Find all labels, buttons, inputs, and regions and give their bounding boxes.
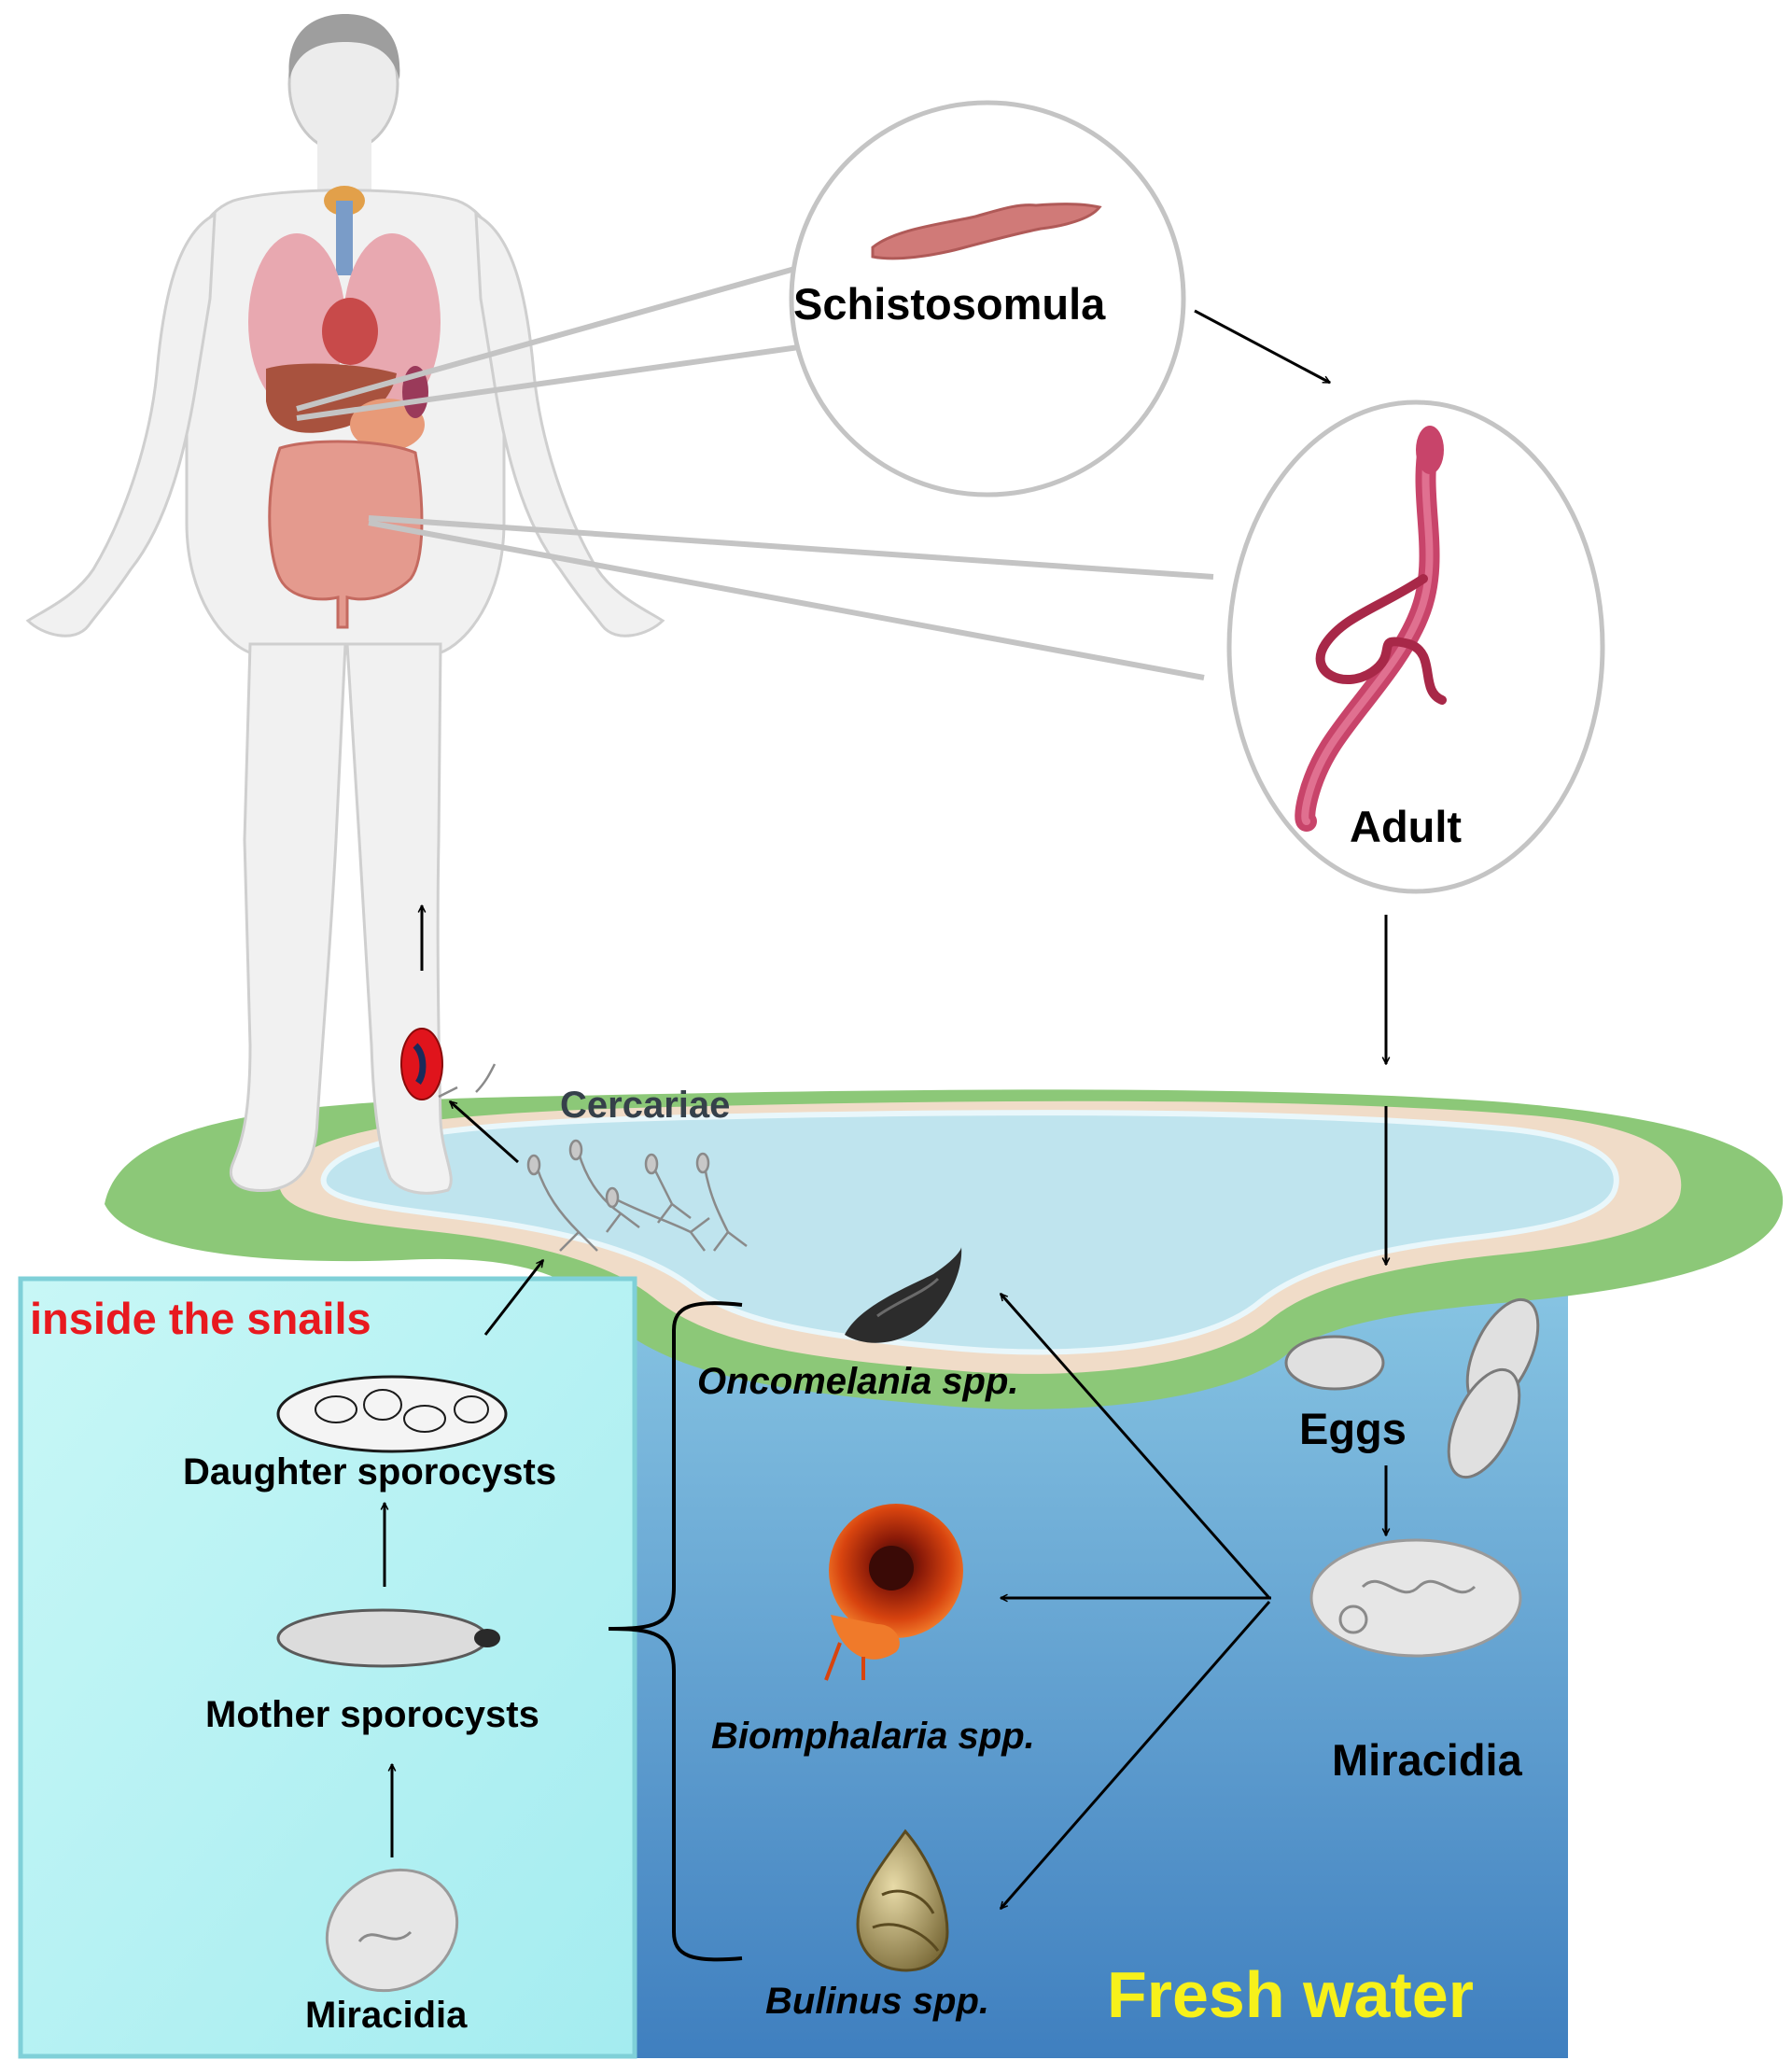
arrow-cercariae-to-skin <box>450 1100 519 1164</box>
arrow-schistosomula-to-adult <box>1194 309 1330 385</box>
label-fresh-water: Fresh water <box>1107 1958 1474 2031</box>
human-left-arm <box>25 212 217 638</box>
label-daughter-sporocysts: Daughter sporocysts <box>183 1451 557 1492</box>
arrow-miracidia-to-oncomelania <box>999 1294 1271 1599</box>
bulinus-snail <box>856 1829 949 1972</box>
label-biomphalaria: Biomphalaria spp. <box>711 1716 1035 1757</box>
label-schistosomula: Schistosomula <box>793 279 1106 329</box>
label-eggs: Eggs <box>1299 1404 1407 1453</box>
schistosomula-worm <box>871 203 1102 260</box>
miracidium-outer-illustration <box>1309 1538 1522 1658</box>
human-host <box>25 14 665 1195</box>
mother-sporocyst-illustration <box>276 1608 500 1668</box>
oncomelania-snail <box>845 1247 962 1343</box>
snail-bracket <box>608 1301 743 1962</box>
miracidium-inner-illustration <box>325 1868 459 1993</box>
human-left-leg <box>230 642 347 1193</box>
intestines <box>268 440 424 629</box>
arrow-panel-to-cercariae <box>483 1260 545 1336</box>
heart <box>322 298 378 365</box>
eggs-illustration <box>1284 1297 1540 1479</box>
daughter-sporocyst-illustration <box>276 1375 508 1453</box>
stomach <box>350 399 425 451</box>
schistosomula-callout <box>296 100 1186 497</box>
arrow-miracidia-to-bulinus <box>999 1601 1271 1909</box>
biomphalaria-snail <box>824 1504 963 1681</box>
egg-3 <box>1447 1367 1521 1479</box>
label-miracidia-inner: Miracidia <box>305 1995 468 2036</box>
shallow-water <box>320 1109 1619 1355</box>
label-miracidia-outer: Miracidia <box>1332 1735 1522 1785</box>
label-inside-the-snails: inside the snails <box>30 1294 371 1343</box>
human-hair <box>288 14 400 79</box>
adult-callout <box>368 399 1605 894</box>
penetration-site <box>400 1028 443 1100</box>
cercariae-cluster <box>438 1063 748 1252</box>
egg-1 <box>1284 1335 1385 1391</box>
adult-worm-head <box>1416 426 1444 474</box>
label-oncomelania: Oncomelania spp. <box>697 1361 1019 1402</box>
adult-worm-pair <box>1295 438 1447 832</box>
label-adult: Adult <box>1350 802 1463 851</box>
label-cercariae: Cercariae <box>560 1085 731 1126</box>
label-mother-sporocysts: Mother sporocysts <box>205 1694 539 1735</box>
trachea <box>336 201 353 275</box>
label-bulinus: Bulinus spp. <box>765 1981 989 2022</box>
